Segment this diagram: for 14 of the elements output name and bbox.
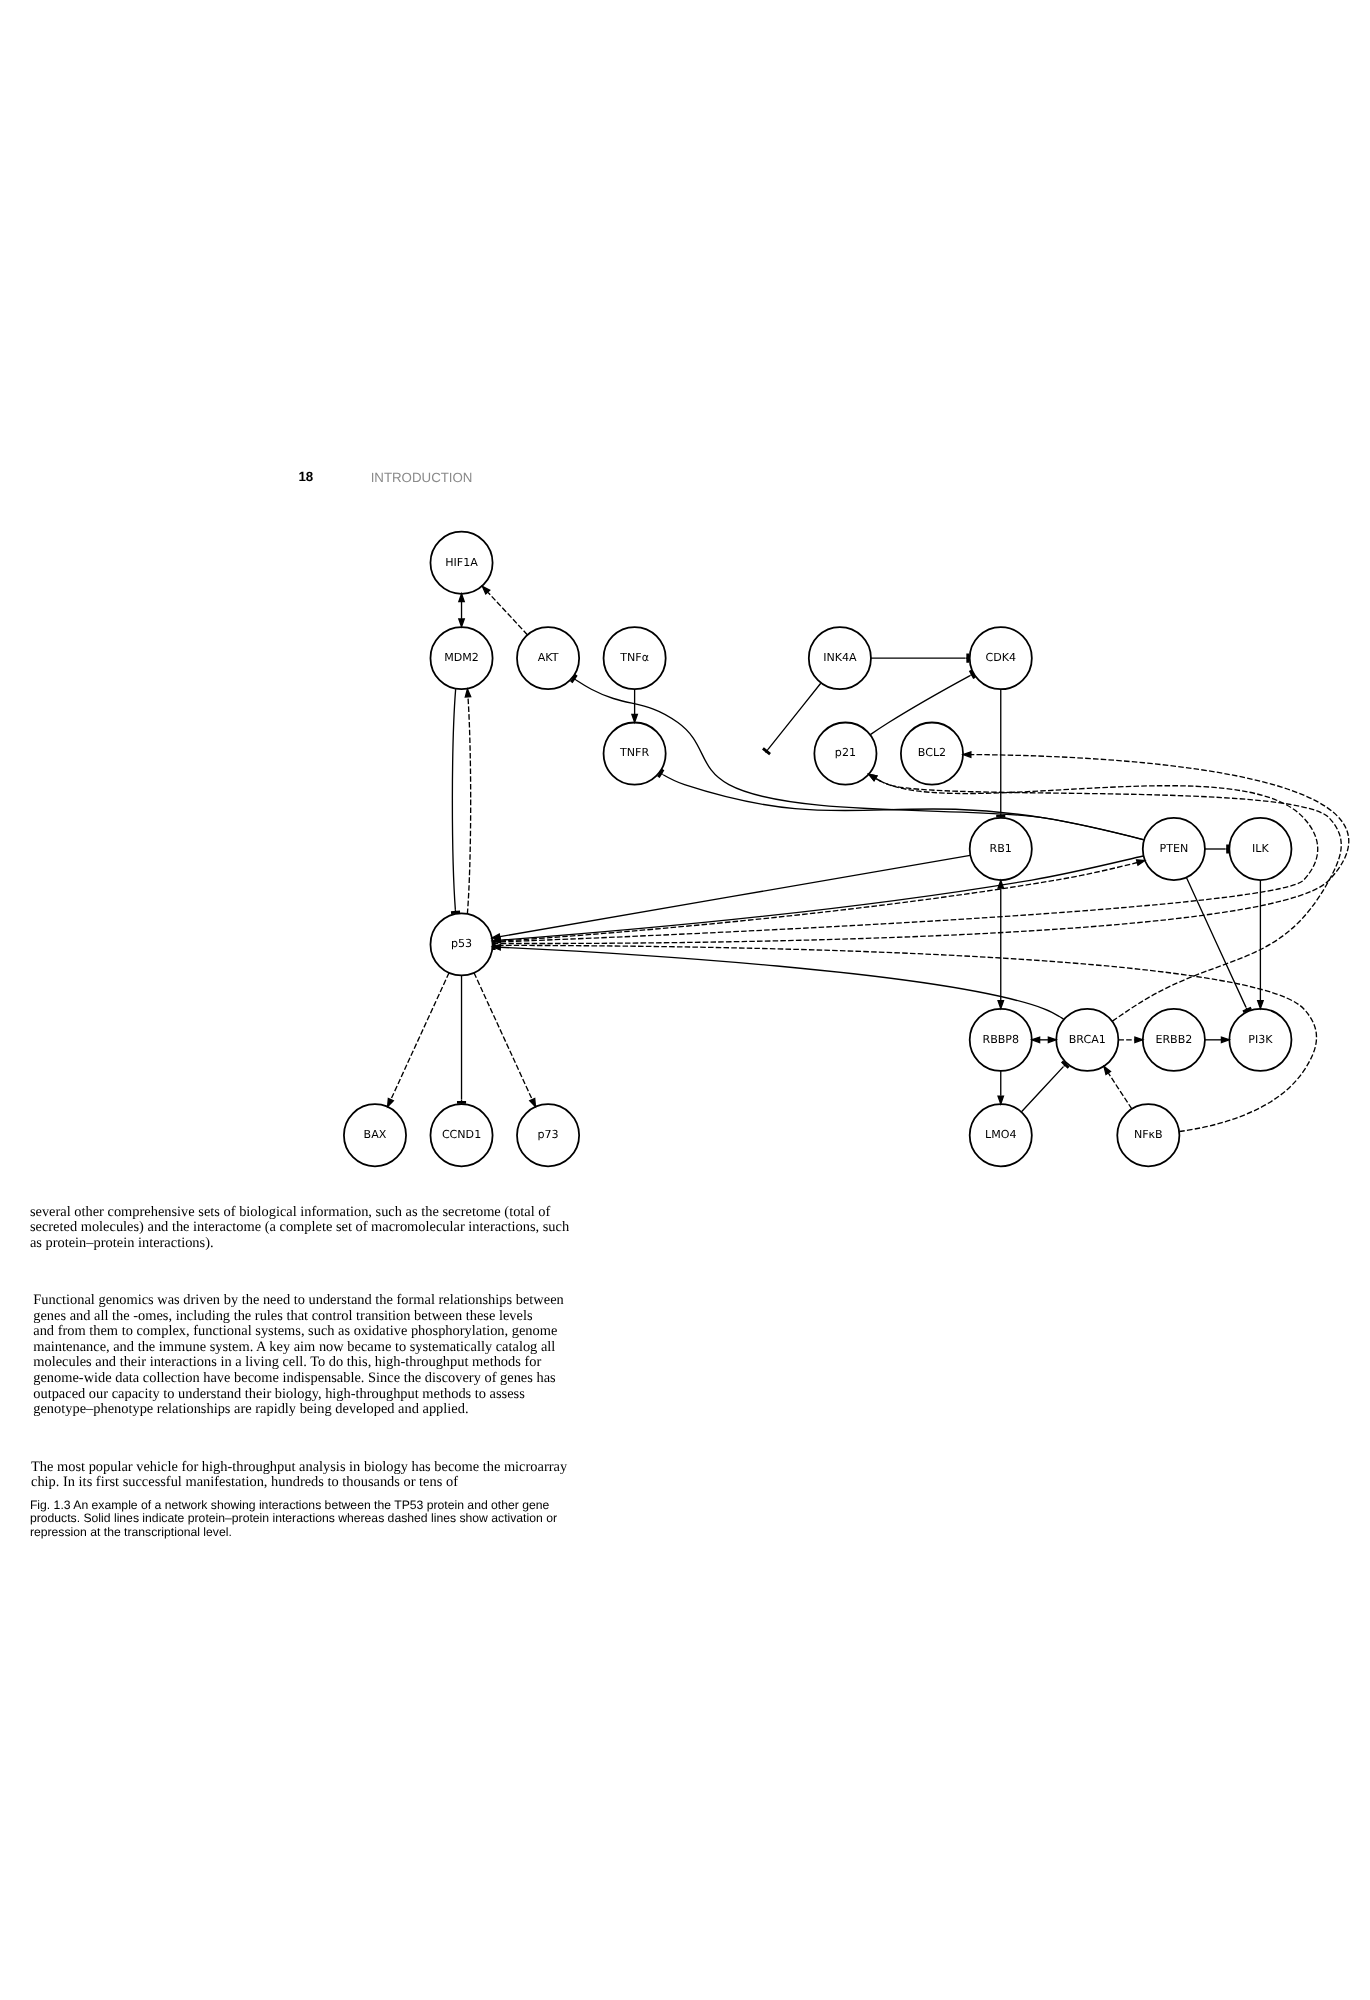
arrow — [1117, 1035, 1145, 1043]
connector — [657, 767, 1145, 840]
arrow — [481, 583, 528, 635]
connector — [767, 681, 822, 749]
arrow — [473, 971, 537, 1108]
arrow — [1256, 878, 1265, 1010]
arrow — [464, 686, 472, 914]
connector — [1204, 843, 1230, 853]
arrow — [867, 772, 1342, 1021]
arrow — [386, 971, 450, 1108]
arrow — [630, 687, 639, 724]
connector — [869, 668, 976, 735]
arrow — [997, 1069, 1005, 1105]
arrow — [1102, 1063, 1133, 1109]
